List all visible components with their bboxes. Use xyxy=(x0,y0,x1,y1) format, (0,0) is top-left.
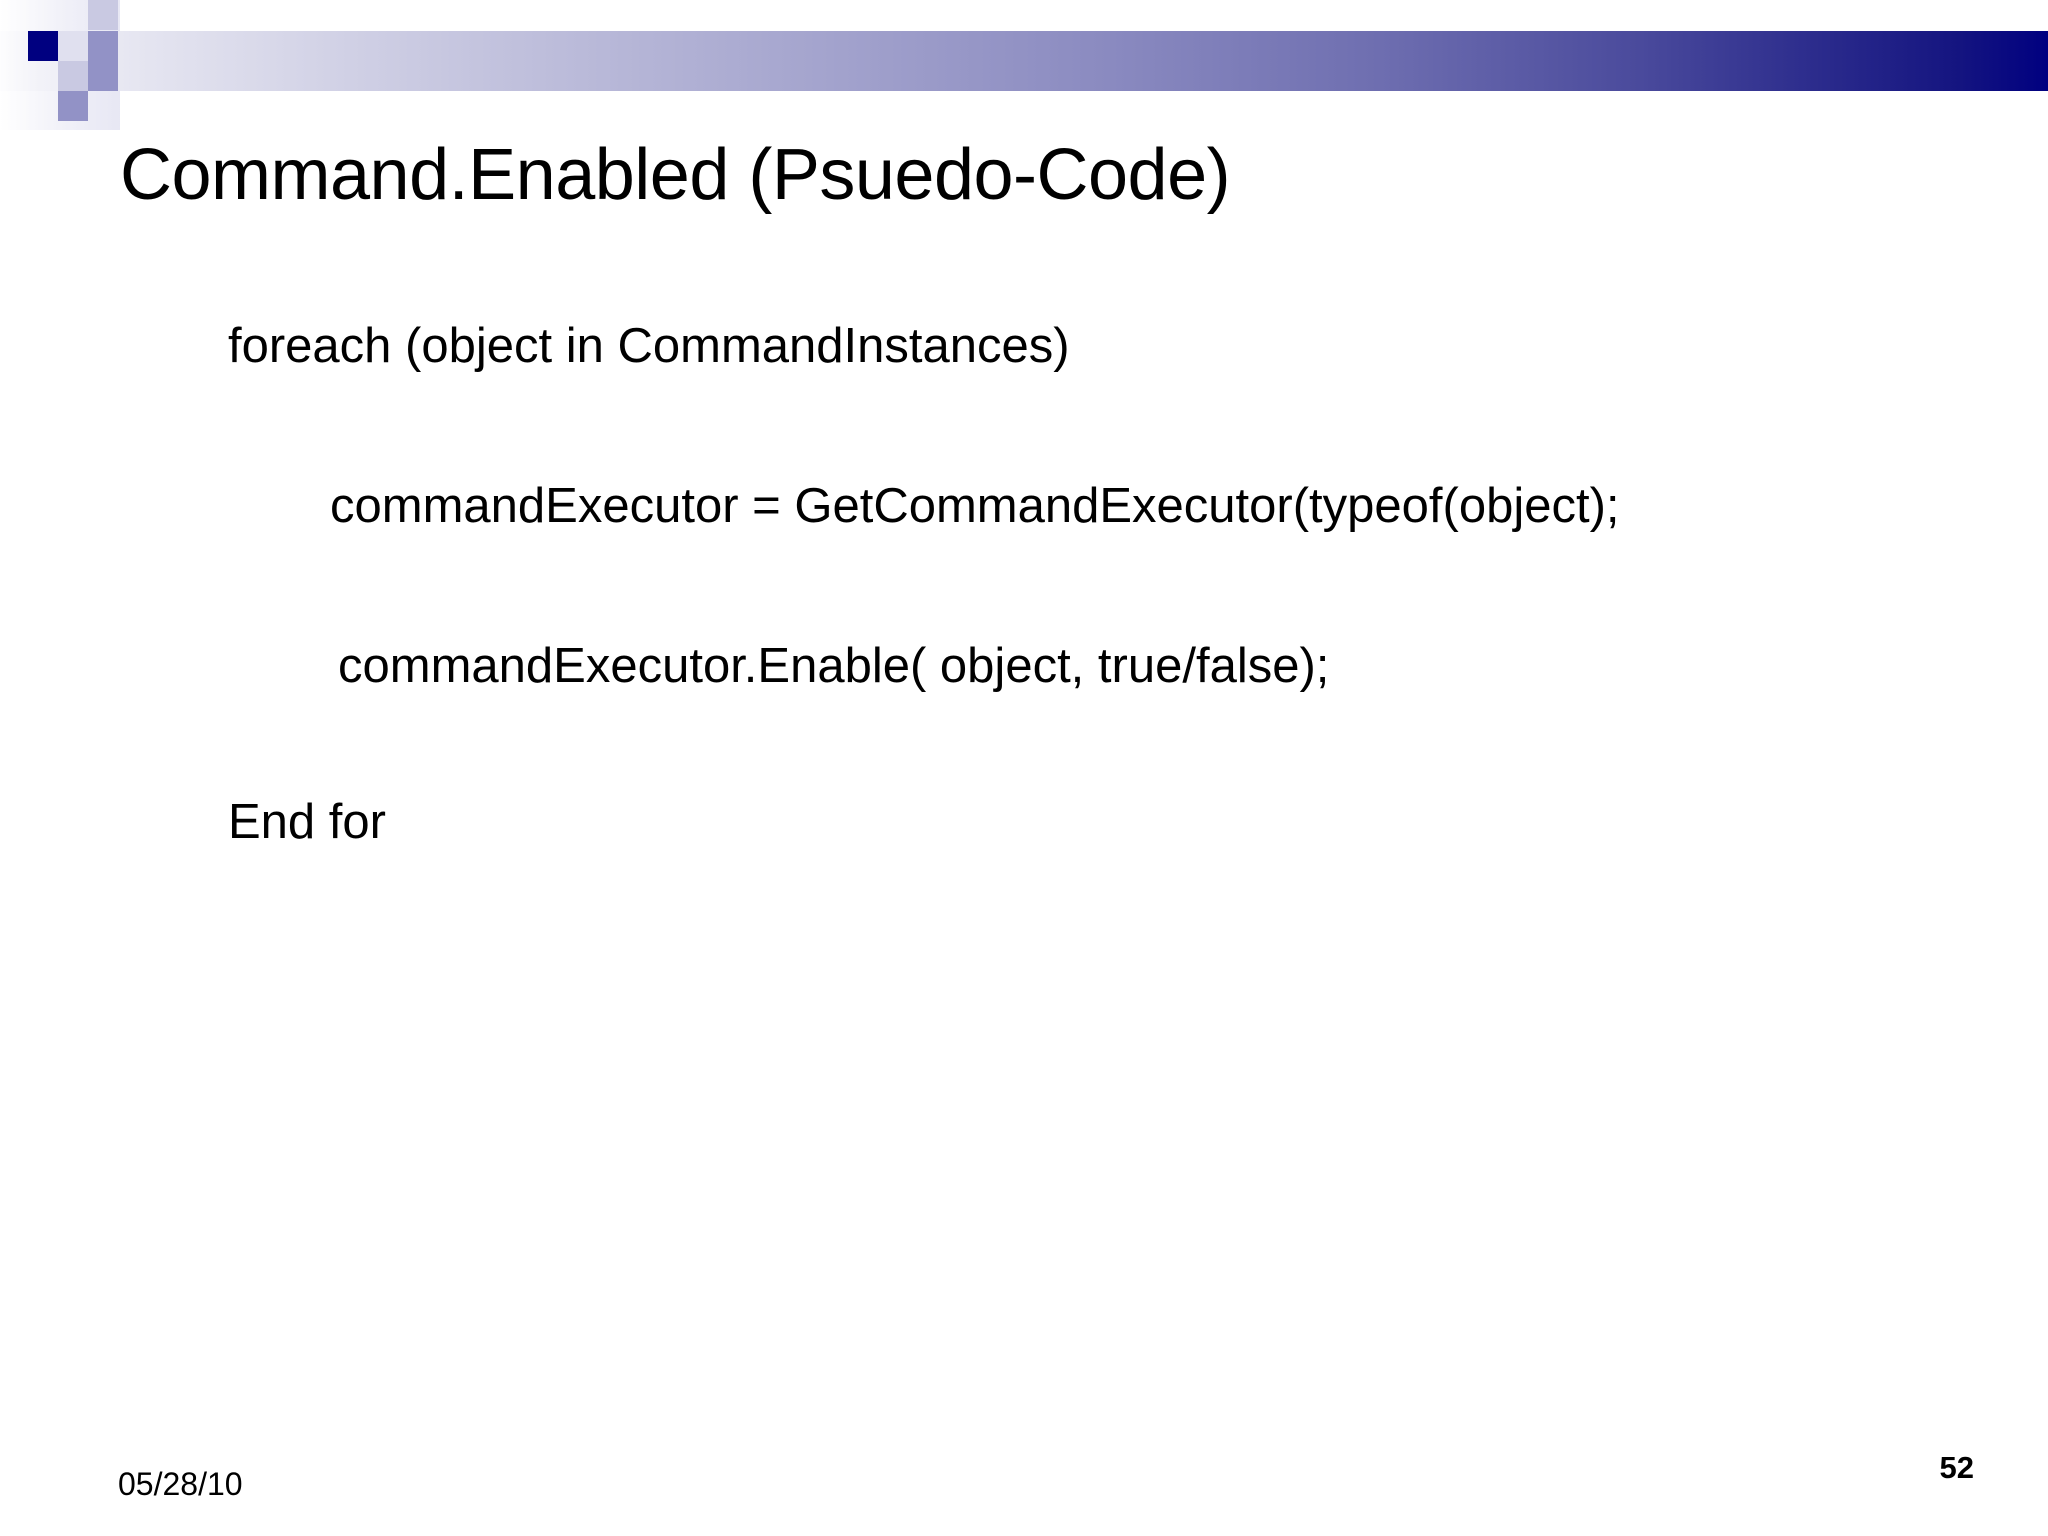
footer-date: 05/28/10 xyxy=(118,1466,243,1502)
slide-number: 52 xyxy=(1939,1450,1974,1485)
slide-title: Command.Enabled (Psuedo-Code) xyxy=(120,135,1231,215)
decorative-square-light-b xyxy=(58,61,88,91)
code-line: commandExecutor = GetCommandExecutor(typ… xyxy=(330,479,1620,533)
decorative-square-mid-lower xyxy=(58,91,88,121)
decorative-square-pale-top xyxy=(88,0,118,30)
decorative-square-navy xyxy=(28,31,58,61)
decorative-square-light-a xyxy=(58,31,88,61)
code-line: commandExecutor.Enable( object, true/fal… xyxy=(338,639,1330,693)
decorative-square-mid-upper xyxy=(88,31,118,61)
header-gradient-bar xyxy=(0,31,2048,91)
code-line: End for xyxy=(228,795,386,849)
code-line: foreach (object in CommandInstances) xyxy=(228,319,1070,373)
decorative-square-mid-center xyxy=(88,61,118,91)
header-decoration xyxy=(0,0,2048,130)
